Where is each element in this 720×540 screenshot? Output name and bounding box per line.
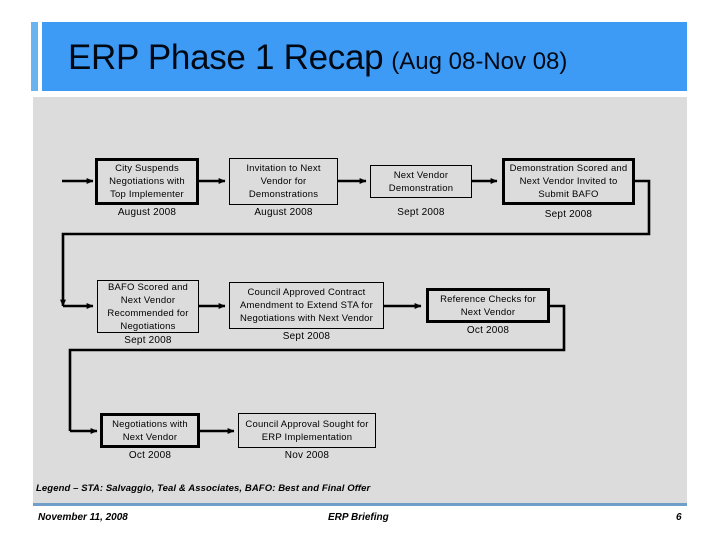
footer-page-number: 6 xyxy=(676,512,682,523)
legend-text: Legend – STA: Salvaggio, Teal & Associat… xyxy=(36,483,371,494)
flow-node-date-demonstration-scored-bafo: Sept 2008 xyxy=(544,209,593,220)
flow-node-label: Reference Checks for Next Vendor xyxy=(440,293,536,318)
flow-node-date-council-approved-amendment: Sept 2008 xyxy=(282,331,331,342)
flow-node-label: City Suspends Negotiations with Top Impl… xyxy=(109,163,185,200)
flow-node-reference-checks[interactable]: Reference Checks for Next Vendor xyxy=(426,288,550,323)
flow-node-date-negotiations-next-vendor: Oct 2008 xyxy=(128,450,172,461)
flow-node-date-next-vendor-demonstration: Sept 2008 xyxy=(397,207,445,218)
flowchart-connectors xyxy=(60,178,651,434)
flow-node-label: Demonstration Scored and Next Vendor Inv… xyxy=(509,163,628,200)
flow-node-label: Next Vendor Demonstration xyxy=(388,169,454,194)
flow-node-next-vendor-demonstration[interactable]: Next Vendor Demonstration xyxy=(370,165,472,198)
footer-date: November 11, 2008 xyxy=(38,512,128,523)
flow-node-label: BAFO Scored and Next Vendor Recommended … xyxy=(107,281,189,332)
flow-node-date-reference-checks: Oct 2008 xyxy=(466,325,510,336)
flow-node-council-approval-sought[interactable]: Council Approval Sought for ERP Implemen… xyxy=(238,413,376,448)
page-title-main: ERP Phase 1 Recap xyxy=(68,38,384,77)
footer-divider xyxy=(33,503,687,506)
page-title-subtitle: (Aug 08-Nov 08) xyxy=(391,48,568,75)
flow-node-negotiations-next-vendor[interactable]: Negotiations with Next Vendor xyxy=(100,413,200,448)
slide-content-area: City Suspends Negotiations with Top Impl… xyxy=(33,97,687,503)
title-banner xyxy=(42,22,687,91)
footer-deck-title: ERP Briefing xyxy=(328,512,389,523)
title-accent-bar xyxy=(31,22,38,91)
page-title: ERP Phase 1 Recap (Aug 08-Nov 08) xyxy=(68,38,567,78)
flow-node-council-approved-amendment[interactable]: Council Approved Contract Amendment to E… xyxy=(229,282,384,329)
flow-node-city-suspends-negotiations[interactable]: City Suspends Negotiations with Top Impl… xyxy=(95,158,199,205)
flow-node-date-council-approval-sought: Nov 2008 xyxy=(284,450,330,461)
flow-node-date-city-suspends-negotiations: August 2008 xyxy=(117,207,177,218)
flow-node-label: Negotiations with Next Vendor xyxy=(112,418,188,443)
flow-node-date-bafo-scored-recommended: Sept 2008 xyxy=(124,335,172,346)
flow-node-demonstration-scored-bafo[interactable]: Demonstration Scored and Next Vendor Inv… xyxy=(502,158,635,205)
flow-node-label: Council Approved Contract Amendment to E… xyxy=(239,287,374,324)
flow-node-invitation-next-vendor[interactable]: Invitation to Next Vendor for Demonstrat… xyxy=(229,158,338,205)
flow-node-label: Invitation to Next Vendor for Demonstrat… xyxy=(246,163,321,200)
flow-node-bafo-scored-recommended[interactable]: BAFO Scored and Next Vendor Recommended … xyxy=(97,280,199,333)
flow-node-label: Council Approval Sought for ERP Implemen… xyxy=(245,418,369,443)
flow-node-date-invitation-next-vendor: August 2008 xyxy=(254,207,313,218)
